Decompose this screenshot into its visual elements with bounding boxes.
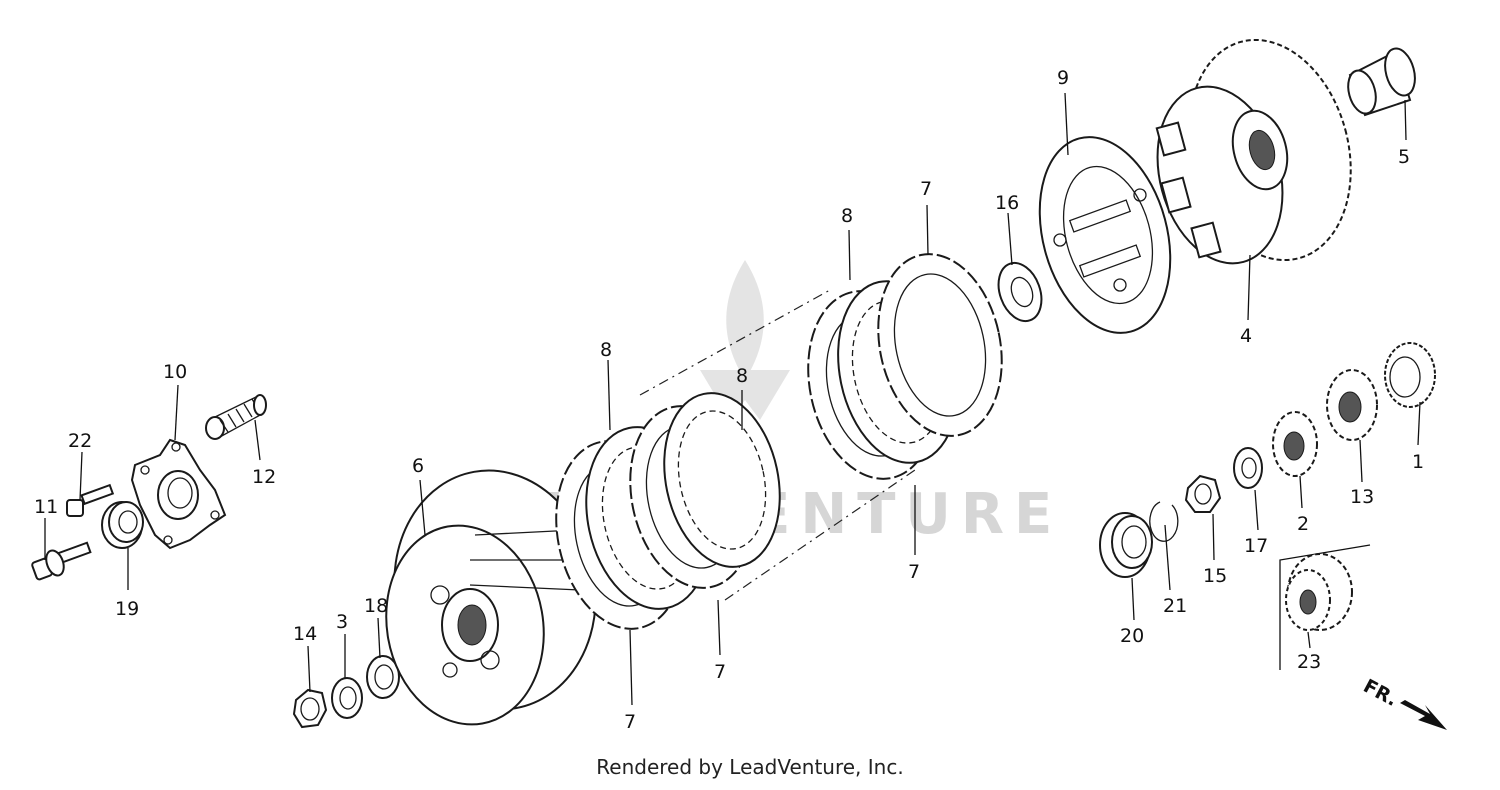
callout-20: 20 (1120, 625, 1144, 647)
part-14-nut (292, 688, 328, 729)
callout-14: 14 (293, 623, 317, 645)
callout-12: 12 (252, 466, 276, 488)
part-9-pressure-plate (1038, 136, 1172, 334)
part-22-bolt (66, 483, 115, 517)
part-2-gear (1272, 411, 1318, 477)
front-direction-marker: FR. (1360, 675, 1447, 730)
callout-7-c: 7 (714, 661, 726, 683)
part-4-clutch-outer (1155, 38, 1352, 265)
part-23-gear-inset (1279, 544, 1371, 670)
part-3-washer (331, 677, 363, 719)
part-6-clutch-center (385, 469, 597, 726)
footer-credit: Rendered by LeadVenture, Inc. (596, 755, 904, 779)
callout-16: 16 (995, 192, 1019, 214)
callout-numbers: 1 2 3 4 5 6 7 7 7 7 8 8 8 9 10 11 12 13 … (34, 67, 1424, 733)
callout-17: 17 (1244, 535, 1268, 557)
callout-4: 4 (1240, 325, 1252, 347)
part-15-nut (1184, 474, 1222, 513)
callout-8-b: 8 (736, 365, 748, 387)
callout-21: 21 (1163, 595, 1187, 617)
callout-8-c: 8 (600, 339, 612, 361)
front-marker-label: FR. (1360, 675, 1401, 711)
callout-10: 10 (163, 361, 187, 383)
callout-7-b: 7 (908, 561, 920, 583)
part-20-bearing (1099, 512, 1153, 578)
part-19-bearing (101, 501, 144, 549)
part-21-circlip (1149, 501, 1179, 542)
part-16-washer (997, 261, 1043, 323)
callout-23: 23 (1297, 651, 1321, 673)
callout-9: 9 (1057, 67, 1069, 89)
callout-19: 19 (115, 598, 139, 620)
part-5-collar (1347, 47, 1416, 117)
leader-lines (44, 92, 1421, 706)
callout-22: 22 (68, 430, 92, 452)
callout-13: 13 (1350, 486, 1374, 508)
callout-5: 5 (1398, 146, 1410, 168)
part-11-bolt (31, 541, 92, 581)
part-1-needle-bearing (1384, 342, 1436, 408)
part-13-gear (1326, 369, 1378, 441)
callout-7-a: 7 (920, 178, 932, 200)
callout-3: 3 (336, 611, 348, 633)
callout-1: 1 (1412, 451, 1424, 473)
callout-8-a: 8 (841, 205, 853, 227)
part-17-washer (1233, 447, 1263, 489)
callout-6: 6 (412, 455, 424, 477)
callout-15: 15 (1203, 565, 1227, 587)
clutch-plate-stack-right (807, 253, 1003, 480)
assembly-lines (639, 289, 916, 601)
part-10-lifter-plate (130, 438, 227, 550)
clutch-plate-stack-left (555, 392, 781, 630)
callout-18: 18 (364, 595, 388, 617)
part-12-spring (205, 394, 267, 440)
part-18-washer (366, 655, 400, 699)
callout-2: 2 (1297, 513, 1309, 535)
callout-7-d: 7 (624, 711, 636, 733)
callout-11: 11 (34, 496, 58, 518)
